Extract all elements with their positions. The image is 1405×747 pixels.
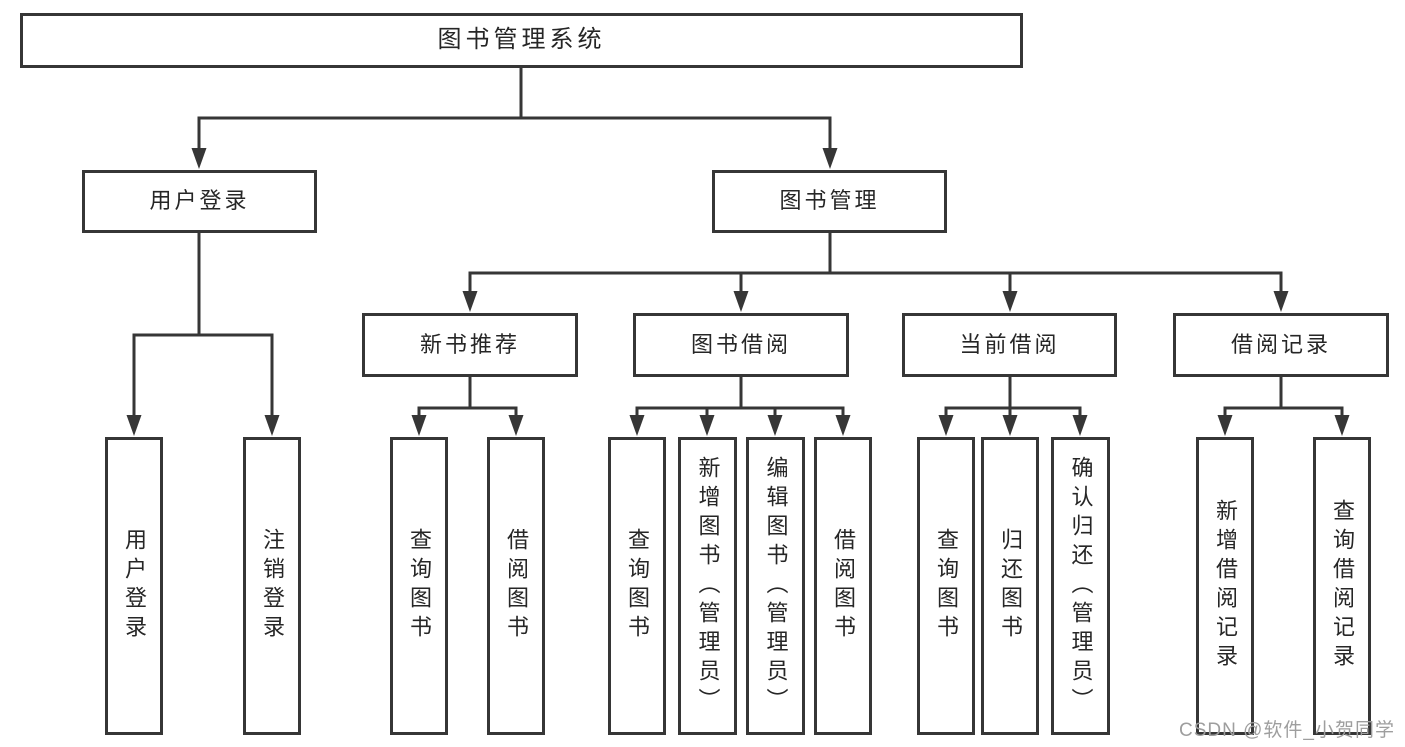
leaf-borrow-edit-book-admin: 编辑图书（管理员）: [746, 437, 805, 735]
leaf-current-query-books: 查询图书: [917, 437, 975, 735]
node-borrowing-records: 借阅记录: [1173, 313, 1389, 377]
csdn-watermark: CSDN @软件_小贺同学: [1179, 720, 1395, 741]
leaf-logout: 注销登录: [243, 437, 301, 735]
node-new-book-recommendation: 新书推荐: [362, 313, 578, 377]
leaf-current-return-books: 归还图书: [981, 437, 1039, 735]
node-root-system: 图书管理系统: [20, 13, 1023, 68]
leaf-records-add-borrow-record: 新增借阅记录: [1196, 437, 1254, 735]
leaf-user-login: 用户登录: [105, 437, 163, 735]
leaf-borrow-borrow-books: 借阅图书: [814, 437, 872, 735]
node-book-borrowing: 图书借阅: [633, 313, 849, 377]
connector-arrowheads: [126, 148, 1350, 436]
leaf-current-confirm-return-admin: 确认归还（管理员）: [1051, 437, 1110, 735]
leaf-borrow-query-books: 查询图书: [608, 437, 666, 735]
leaf-borrow-add-book-admin: 新增图书（管理员）: [678, 437, 737, 735]
leaf-recommend-query-books: 查询图书: [390, 437, 448, 735]
node-book-management: 图书管理: [712, 170, 947, 233]
leaf-records-query-borrow-record: 查询借阅记录: [1313, 437, 1371, 735]
leaf-recommend-borrow-books: 借阅图书: [487, 437, 545, 735]
node-user-login: 用户登录: [82, 170, 317, 233]
node-current-borrowing: 当前借阅: [902, 313, 1117, 377]
